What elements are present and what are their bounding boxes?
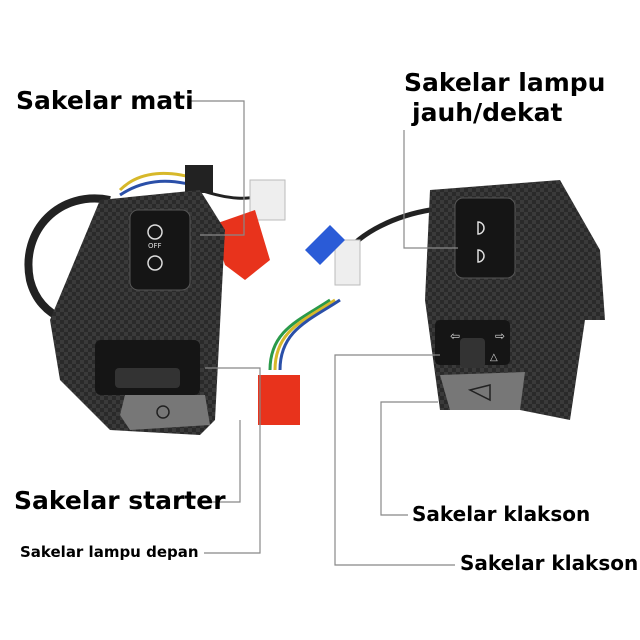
blue-connector xyxy=(305,225,345,265)
right-arrow-icon: ⇨ xyxy=(495,329,505,343)
leader-lines xyxy=(188,100,458,566)
beam-switch-button xyxy=(454,197,516,279)
white-connector-right xyxy=(334,239,361,286)
engine-run-icon xyxy=(147,224,163,240)
middle-wires xyxy=(268,207,431,371)
horn-button xyxy=(440,372,525,410)
label-headlight-switch: Sakelar lampu depan xyxy=(20,543,199,561)
off-marking: OFF xyxy=(148,242,162,250)
label-beam-switch-line1: Sakelar lampu xyxy=(404,68,606,97)
kill-switch-button xyxy=(129,209,191,291)
low-beam-icon xyxy=(477,249,485,263)
black-connector xyxy=(185,165,213,193)
engine-start-icon xyxy=(147,255,163,271)
horn-icon xyxy=(467,384,491,402)
label-horn-switch-1: Sakelar klakson xyxy=(412,502,591,526)
starter-button xyxy=(120,395,210,430)
starter-icon xyxy=(156,405,170,419)
headlight-switch-toggle xyxy=(115,368,180,388)
label-horn-switch-2: Sakelar klakson xyxy=(460,551,639,575)
left-arrow-icon: ⇦ xyxy=(450,329,460,343)
label-kill-switch: Sakelar mati xyxy=(16,86,194,115)
high-beam-icon xyxy=(477,221,485,235)
red-connector-left xyxy=(212,210,270,280)
label-starter-switch: Sakelar starter xyxy=(14,486,226,515)
turn-signal-toggle xyxy=(460,338,485,368)
hazard-icon: △ xyxy=(490,352,498,363)
red-connector-middle xyxy=(258,375,300,425)
label-beam-switch-line2: jauh/dekat xyxy=(412,98,563,127)
